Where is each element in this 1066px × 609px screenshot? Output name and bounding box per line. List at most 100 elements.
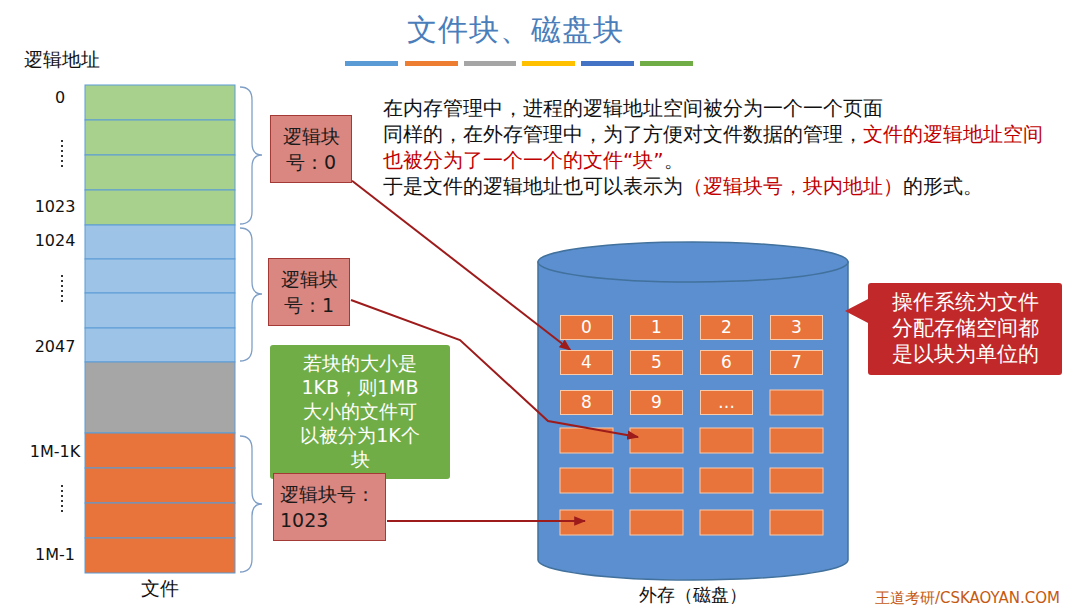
disk-block: [560, 510, 613, 535]
file-cell: [85, 503, 235, 538]
node-text: 逻辑块号：1023: [280, 481, 379, 533]
disk-block: [630, 510, 683, 535]
text-line: 同样的，在外存管理中，为了方便对文件数据的管理，文件的逻辑地址空间也被分为了一个…: [383, 121, 1055, 173]
file-cell: [85, 362, 235, 433]
file-cell: [85, 468, 235, 503]
callout-tail: [845, 298, 870, 324]
disk-block: 2: [700, 315, 753, 340]
node-text: 9: [631, 391, 682, 414]
disk-block: 6: [700, 350, 753, 375]
disk-block: …: [700, 390, 753, 415]
disk-block: [770, 428, 823, 453]
node-text: 外存（磁盘）: [538, 584, 848, 605]
body-text: 的形式。: [903, 174, 983, 198]
highlight-text: （逻辑块号，块内地址）: [683, 174, 903, 198]
node-text: 0: [561, 316, 612, 339]
disk-block: 7: [770, 350, 823, 375]
disk-block: 9: [630, 390, 683, 415]
file-cell: [85, 293, 235, 328]
node-text: 4: [561, 351, 612, 374]
connectors: [352, 181, 570, 350]
file-cell: [85, 328, 235, 362]
node-text: 6: [701, 351, 752, 374]
title-text: 文件块、磁盘块: [407, 12, 624, 47]
node-text: 1: [631, 316, 682, 339]
file-cell: [85, 155, 235, 190]
title-bars: [405, 61, 458, 66]
disk-block: 8: [560, 390, 613, 415]
node-text: 2: [701, 316, 752, 339]
body-text: 。: [664, 148, 684, 172]
note-callout: 操作系统为文件分配存储空间都是以块为单位的: [868, 283, 1062, 375]
slide-title: 文件块、磁盘块: [0, 10, 1030, 50]
logical-block-box: 逻辑块号：1: [268, 258, 350, 326]
node-text: 逻辑块号：1: [275, 266, 343, 318]
file-column: 文件: [85, 85, 235, 573]
node-text: 8: [561, 391, 612, 414]
disk-cylinder: [538, 242, 848, 282]
logical-block-box: 逻辑块号：0: [270, 115, 352, 183]
address: 0: [30, 88, 90, 108]
node-text: 若块的大小是1KB，则1MB大小的文件可以被分为1K个块: [295, 351, 425, 471]
text-line: 于是文件的逻辑地址也可以表示为（逻辑块号，块内地址）的形式。: [383, 173, 1055, 199]
disk-cylinder: [538, 262, 848, 580]
file-cell: [85, 85, 235, 120]
logical-block-box: 逻辑块号：1023: [273, 473, 386, 541]
body-text: 于是文件的逻辑地址也可以表示为: [383, 174, 683, 198]
disk-block: 3: [770, 315, 823, 340]
title-bars: [345, 61, 398, 66]
disk-block: 4: [560, 350, 613, 375]
disk-block: [560, 468, 613, 493]
disk-block: [770, 390, 823, 415]
disk-block: 1: [630, 315, 683, 340]
body-text: 在内存管理中，进程的逻辑地址空间被分为一个一个页面: [383, 96, 883, 120]
disk-block: [700, 468, 753, 493]
file-cell: [85, 433, 235, 468]
brace: [240, 436, 262, 572]
file-cell: [85, 85, 235, 573]
file-cell: [85, 538, 235, 573]
title-bars: [640, 61, 693, 66]
disk-cylinder: [538, 242, 848, 580]
disk-block: [770, 468, 823, 493]
node-text: 文件: [85, 577, 235, 599]
file-cell: [85, 259, 235, 293]
ellipsis-dots: [61, 140, 63, 168]
text-paragraph: 在内存管理中，进程的逻辑地址空间被分为一个一个页面 同样的，在外存管理中，为了方…: [383, 95, 1055, 199]
node-text: 操作系统为文件分配存储空间都是以块为单位的: [884, 289, 1046, 367]
disk-block: [630, 428, 683, 453]
brace: [240, 87, 262, 224]
title-bars: [464, 61, 516, 66]
disk: 外存（磁盘）0123456789…: [538, 245, 848, 584]
address: 2047: [25, 337, 85, 357]
ellipsis-dots: [61, 485, 63, 512]
address: 1M-1: [25, 545, 85, 565]
address: 1023: [25, 197, 85, 217]
disk-block: 0: [560, 315, 613, 340]
file-cell: [85, 120, 235, 155]
title-bars: [581, 61, 634, 66]
node-text: 3: [771, 316, 822, 339]
disk-block: [700, 510, 753, 535]
text-line: 在内存管理中，进程的逻辑地址空间被分为一个一个页面: [383, 95, 1055, 121]
watermark: 王道考研/CSKAOYAN.COM: [875, 589, 1060, 608]
disk-block: [770, 510, 823, 535]
mapping-arrow: [387, 520, 585, 522]
disk-block: 5: [630, 350, 683, 375]
node-text: 逻辑块号：0: [277, 123, 345, 175]
address: 1M-1K: [25, 442, 85, 462]
file-cell: [85, 225, 235, 259]
node-text: 5: [631, 351, 682, 374]
node-text: …: [701, 391, 752, 414]
file-cell: [85, 190, 235, 225]
title-bars: [345, 61, 693, 66]
axis-title: 逻辑地址: [24, 48, 100, 71]
disk-block: [700, 428, 753, 453]
disk-block: [560, 390, 823, 535]
brace: [240, 228, 262, 361]
title-bars: [522, 61, 575, 66]
mapping-arrow: [352, 181, 570, 350]
body-text: 同样的，在外存管理中，为了方便对文件数据的管理，: [383, 122, 863, 146]
